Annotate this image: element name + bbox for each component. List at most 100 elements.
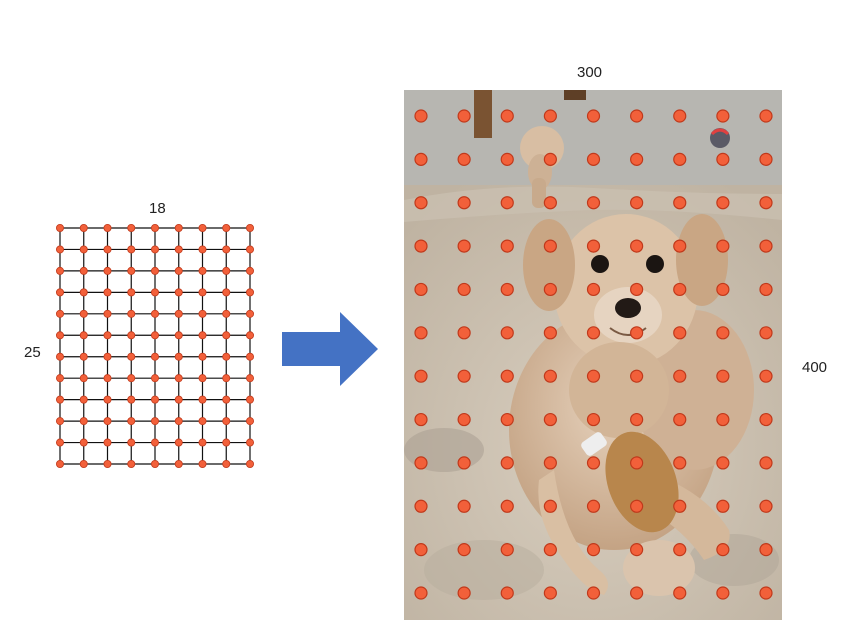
grid-point	[56, 352, 64, 361]
grid-point	[222, 266, 231, 275]
chew-toy	[581, 431, 679, 533]
grid-point	[79, 374, 88, 383]
photo-sampling-point	[759, 586, 773, 600]
grid-point	[174, 438, 183, 447]
grid-point	[56, 438, 64, 447]
grid-point	[222, 374, 231, 383]
grid-point	[103, 374, 112, 383]
photo-sampling-point	[716, 196, 730, 210]
grid-point	[151, 438, 160, 447]
grid-point	[245, 374, 254, 383]
photo-sampling-point	[500, 239, 514, 253]
dog-nose	[615, 298, 641, 318]
photo-sampling-point	[673, 282, 687, 297]
photo-sampling-point	[414, 412, 428, 427]
grid-point	[174, 309, 183, 318]
grid-point	[222, 245, 231, 254]
dog-front-leg	[538, 470, 608, 595]
grid-point	[127, 266, 136, 275]
grid-point	[127, 331, 136, 340]
photo-sampling-point	[543, 543, 557, 557]
photo-sampling-point	[759, 543, 773, 557]
grid-point	[79, 245, 88, 254]
grid-point	[245, 224, 254, 232]
photo-sampling-point	[414, 326, 428, 340]
grid-point	[103, 459, 112, 468]
grid-point	[174, 395, 183, 404]
photo-sampling-point	[457, 499, 471, 513]
photo-sampling-point	[457, 369, 471, 383]
carpet-shadow	[424, 540, 544, 600]
photo-sampling-point	[586, 412, 601, 427]
grid-point	[127, 395, 136, 404]
grid-point	[245, 266, 254, 275]
photo-sampling-point	[759, 109, 773, 123]
grid-point	[198, 417, 207, 426]
photo-sampling-point	[716, 369, 730, 383]
grid-point	[222, 438, 231, 447]
grid-point	[103, 395, 112, 404]
photo-sampling-point	[586, 369, 601, 383]
photo-sampling-point	[414, 586, 428, 600]
dog-ear-left	[523, 219, 575, 311]
photo-sampling-point	[500, 152, 514, 166]
grid-point	[245, 395, 254, 404]
photo-sampling-point	[500, 586, 514, 600]
photo-sampling-point	[543, 369, 557, 383]
photo-sampling-point	[586, 239, 601, 253]
photo-sampling-point	[630, 282, 644, 297]
grid-point	[79, 288, 88, 297]
photo-sampling-point	[673, 196, 687, 210]
grid-point	[245, 309, 254, 318]
grid-point	[127, 245, 136, 254]
photo-sampling-point	[630, 196, 644, 210]
photo-sampling-point	[543, 109, 557, 123]
photo-sampling-point	[414, 152, 428, 166]
photo-sampling-point	[716, 326, 730, 340]
image-width-label: 300	[577, 64, 603, 81]
grid-point	[245, 331, 254, 340]
grid-point	[245, 438, 254, 447]
photo-sampling-point	[759, 239, 773, 253]
photo-sampling-point	[716, 412, 730, 427]
photo-sampling-point	[630, 326, 644, 340]
grid-point	[151, 331, 160, 340]
photo-sampling-point	[457, 152, 471, 166]
photo-sampling-point	[586, 543, 601, 557]
grid-point	[79, 309, 88, 318]
photo-sampling-point	[543, 586, 557, 600]
grid-point	[198, 459, 207, 468]
grid-point	[222, 395, 231, 404]
photo-sampling-point	[414, 543, 428, 557]
photo-sampling-point	[630, 109, 644, 123]
grid-point	[174, 266, 183, 275]
photo-sampling-point	[500, 109, 514, 123]
photo-sampling-point	[543, 282, 557, 297]
photo-sampling-point	[457, 412, 471, 427]
grid-point	[79, 417, 88, 426]
photo-sampling-point	[630, 152, 644, 166]
photo-sampling-point	[673, 456, 687, 470]
grid-point	[56, 224, 64, 232]
dog-mouth	[609, 327, 647, 336]
photo-sampling-point	[759, 456, 773, 470]
grid-point	[222, 417, 231, 426]
grid-points	[56, 224, 254, 468]
grid-point	[198, 374, 207, 383]
image-height-label: 400	[802, 359, 828, 376]
grid-point	[79, 224, 88, 232]
photo-sampling-point	[586, 499, 601, 513]
photo-sampling-point	[457, 326, 471, 340]
grid-point	[56, 309, 64, 318]
grid-point	[198, 266, 207, 275]
photo-sampling-point	[543, 412, 557, 427]
photo-sampling-point	[673, 586, 687, 600]
photo-sampling-point	[716, 586, 730, 600]
photo-sampling-point	[716, 152, 730, 166]
grid-point	[222, 224, 231, 232]
chair-leg	[474, 90, 492, 138]
grid-point	[198, 438, 207, 447]
photo-sampling-point	[716, 499, 730, 513]
photo-sampling-point	[457, 239, 471, 253]
